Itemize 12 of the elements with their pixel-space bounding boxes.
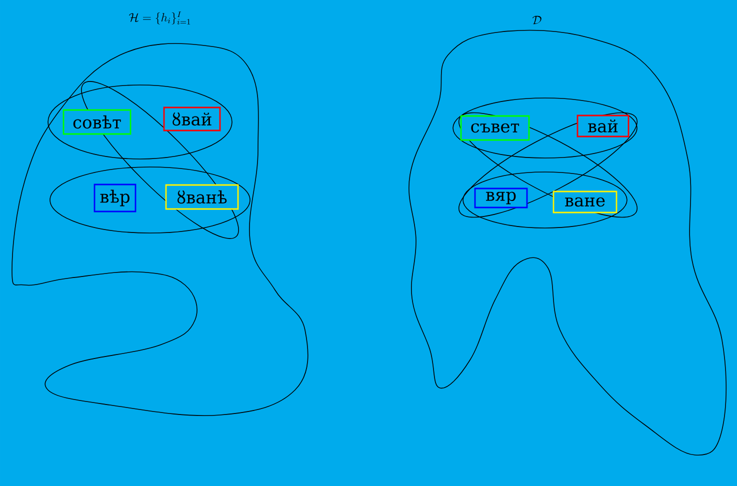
word-box: ȣвай xyxy=(163,106,221,132)
word-box: вѣр xyxy=(94,184,136,212)
word-box: вай xyxy=(576,114,630,138)
blob-outline xyxy=(12,43,308,416)
word-box: ване xyxy=(552,190,618,214)
formula-label: $\mathcal{H} = \{h_i\}_{i=1}^I$ xyxy=(129,12,190,24)
blob-outline xyxy=(408,30,727,456)
word-box: вяр xyxy=(474,188,528,208)
word-box: съвет xyxy=(460,115,530,141)
word-box: ȣванѣ xyxy=(165,184,239,210)
word-box: совѣт xyxy=(62,109,132,135)
formula-label: $\mathcal{D}$ xyxy=(532,16,542,24)
